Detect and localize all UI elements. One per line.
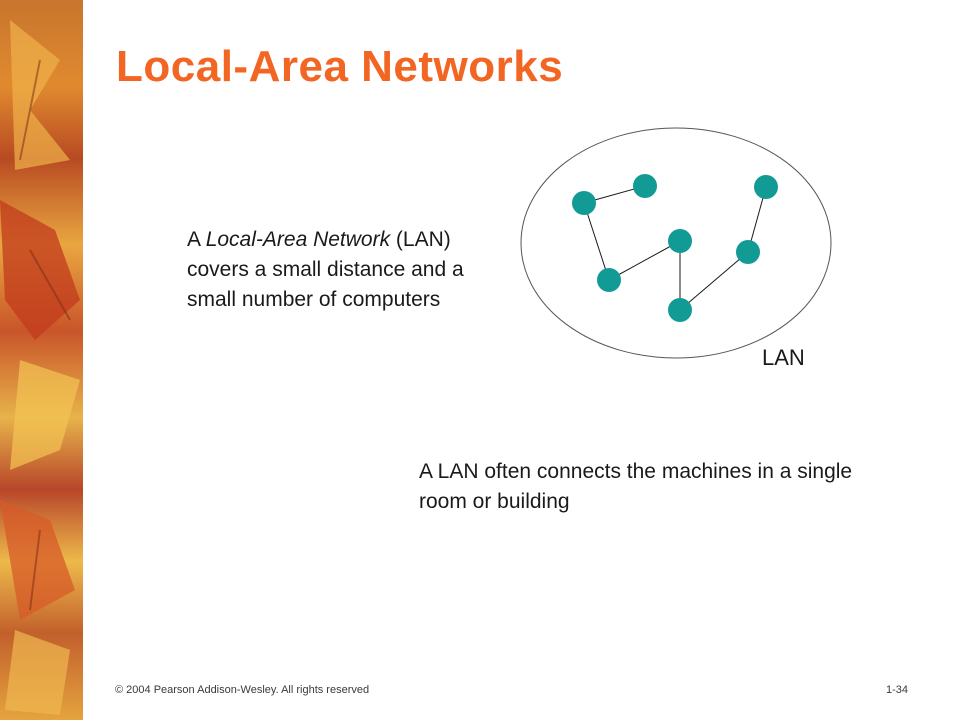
network-boundary [520,127,832,359]
autumn-leaves-decoration [0,0,83,720]
leaf-pattern [0,20,80,715]
definition-term: Local-Area Network [205,228,391,251]
edge-n6-n7 [679,251,749,311]
lan-definition-text: A Local-Area Network (LAN) covers a smal… [187,225,467,315]
computer-node-n4 [597,268,621,292]
computer-node-n7 [736,240,760,264]
lan-diagram-label: LAN [762,345,805,370]
computer-node-n2 [633,174,657,198]
computer-node-n3 [754,175,778,199]
lan-usage-text: A LAN often connects the machines in a s… [419,460,853,513]
slide-number: 1-34 [886,684,909,696]
network-nodes [572,174,778,322]
definition-part-2: (LAN) covers a small distance and a smal… [187,228,464,311]
computer-node-n6 [668,298,692,322]
computer-node-n1 [572,191,596,215]
edge-n1-n4 [583,202,610,281]
edge-n4-n5 [608,240,681,281]
computer-node-n5 [668,229,692,253]
slide-title: Local-Area Networks [116,42,564,91]
definition-part-1: A [187,228,206,251]
copyright-footer: © 2004 Pearson Addison-Wesley. All right… [115,684,370,696]
